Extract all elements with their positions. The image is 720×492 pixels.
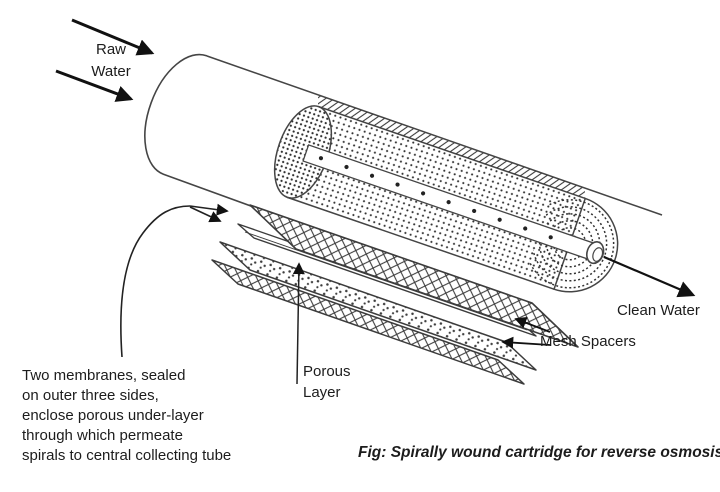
membranes-annotation: Two membranes, sealed on outer three sid…	[22, 366, 282, 466]
roll-left-end-spiral	[273, 105, 333, 199]
figure-caption: Fig: Spirally wound cartridge for revers…	[358, 444, 720, 461]
porous-layer-pointer	[292, 262, 305, 385]
raw-water-arrow-top	[71, 18, 155, 56]
top-mesh-spacer-sheet	[249, 204, 579, 348]
raw-water-label: Raw Water	[91, 41, 131, 80]
clean-water-label: Clean Water	[617, 302, 700, 319]
tube-perforations	[318, 156, 553, 240]
raw-water-arrow-bottom	[55, 69, 134, 102]
central-collecting-tube	[302, 144, 605, 265]
clean-water-arrow	[603, 255, 696, 298]
membranes-callout	[120, 203, 229, 358]
mesh-spacers-pointers	[501, 317, 551, 349]
porous-layer-label: Porous Layer	[303, 363, 351, 401]
mesh-spacers-label: Mesh Spacers	[540, 333, 636, 350]
annotation-line: Two membranes, sealed	[22, 367, 186, 384]
bottom-mesh-sheet	[211, 259, 525, 385]
annotation-line: on outer three sides,	[22, 387, 159, 404]
outer-wrap-stitch-band	[318, 95, 585, 198]
outer-wrap-top-edge	[206, 55, 663, 216]
annotation-line: through which permeate	[22, 427, 183, 444]
raw-water-arrows	[55, 18, 155, 102]
membrane-roll	[273, 105, 619, 293]
annotation-line: enclose porous under-layer	[22, 407, 204, 424]
annotation-line: spirals to central collecting tube	[22, 447, 232, 464]
